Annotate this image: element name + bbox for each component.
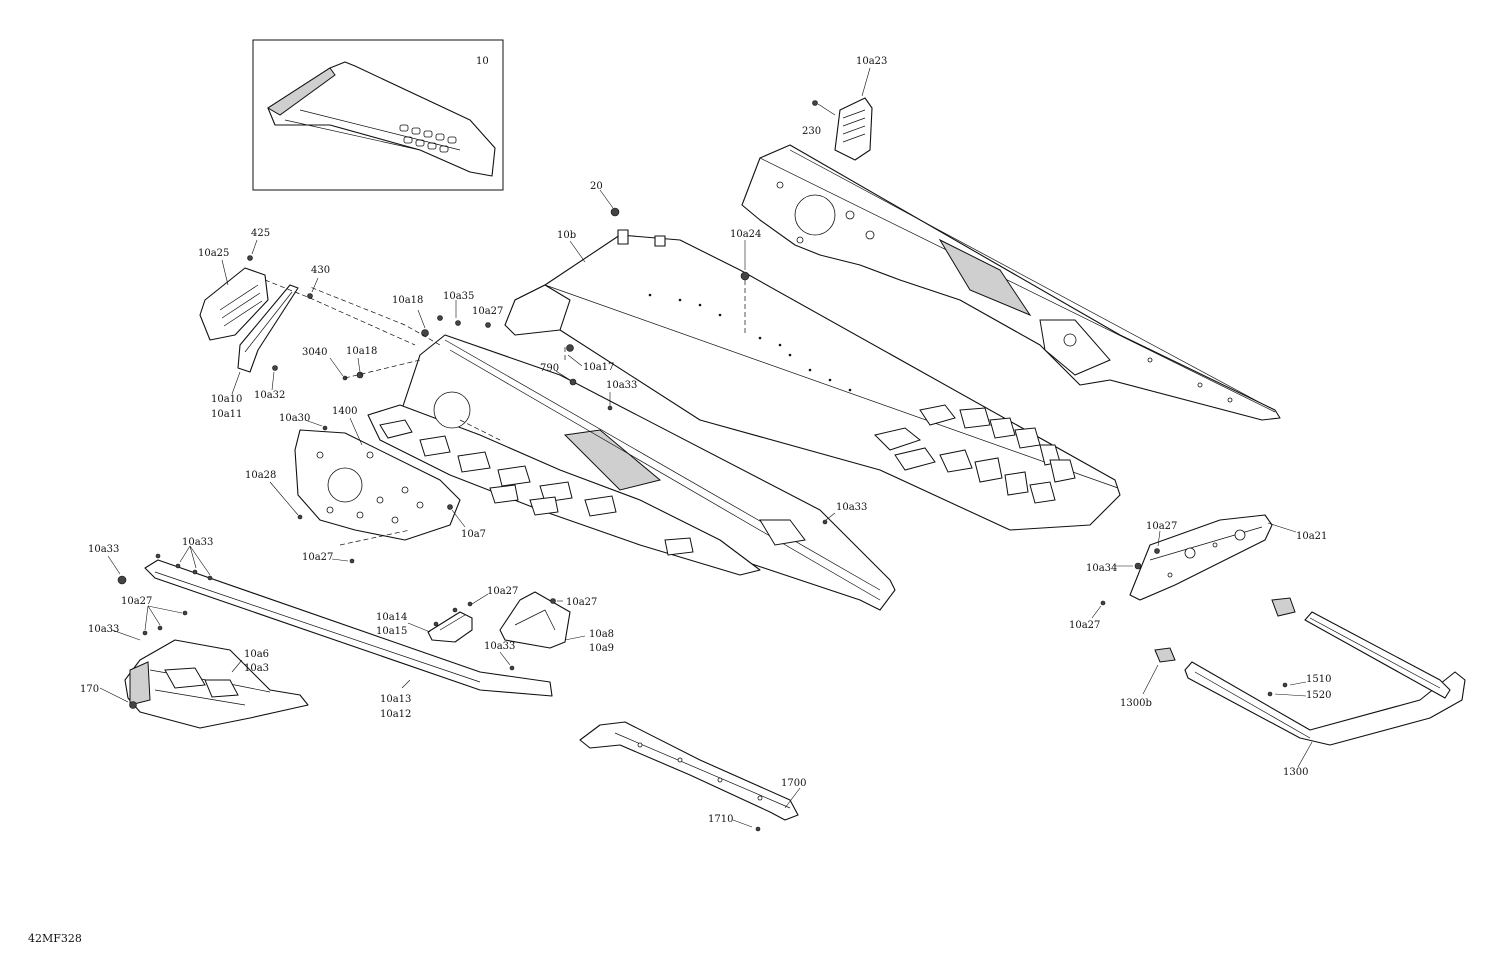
label-10a18-top: 10a18	[392, 295, 423, 306]
label-10a27-g: 10a27	[1069, 620, 1100, 631]
label-10a34: 10a34	[1086, 563, 1117, 574]
label-10a25: 10a25	[198, 248, 229, 259]
label-10a33-right: 10a33	[836, 502, 867, 513]
label-10a28: 10a28	[245, 470, 276, 481]
label-1700: 1700	[781, 778, 806, 789]
label-10a33-a: 10a33	[88, 544, 119, 555]
label-10a3: 10a3	[244, 663, 269, 674]
bumper-1300: 1510 1520 1300b 1300	[1120, 597, 1466, 778]
label-230: 230	[802, 126, 821, 137]
label-10a14: 10a14	[376, 612, 407, 623]
label-1400: 1400	[332, 406, 357, 417]
label-170: 170	[80, 684, 99, 695]
gusset-plate-10a28: 10a30 1400 10a28 10a7 10a27	[245, 406, 486, 564]
label-10a27-f: 10a27	[1146, 521, 1177, 532]
label-1710: 1710	[708, 814, 733, 825]
bracket-10a8: 10a27 10a8 10a9 10a33	[484, 591, 614, 671]
bracket-10a25: 425 10a25	[198, 228, 270, 341]
label-10a17: 10a17	[583, 362, 614, 373]
label-10a8: 10a8	[589, 629, 614, 640]
label-10a35: 10a35	[443, 291, 474, 302]
label-430: 430	[311, 265, 330, 276]
label-10a21: 10a21	[1296, 531, 1327, 542]
overview-inset: 10	[252, 39, 504, 191]
label-10a15: 10a15	[376, 626, 407, 637]
label-1510: 1510	[1306, 674, 1331, 685]
label-10a23: 10a23	[856, 56, 887, 67]
rail-strip-10a13: 10a33 10a33 10a13 10a12	[88, 537, 553, 720]
diagram-code: 42MF328	[28, 932, 82, 945]
tunnel-plate-10b: 20 10b 10a24	[504, 181, 1121, 531]
bracket-10a14: 10a27 10a14 10a15	[376, 586, 518, 643]
skid-plate-10a6: 170 10a27 10a33 10a6 10a3	[80, 596, 309, 729]
label-10a27-c: 10a27	[121, 596, 152, 607]
label-3040: 3040	[302, 347, 327, 358]
label-10a13: 10a13	[380, 694, 411, 705]
label-10a11: 10a11	[211, 409, 242, 420]
label-10a6: 10a6	[244, 649, 269, 660]
label-10a9: 10a9	[589, 643, 614, 654]
label-10a12: 10a12	[380, 709, 411, 720]
label-10: 10	[476, 56, 489, 67]
label-425: 425	[251, 228, 270, 239]
label-10a30: 10a30	[279, 413, 310, 424]
label-10a10: 10a10	[211, 394, 242, 405]
right-side-panel	[741, 144, 1281, 421]
left-side-panel: 10a18 10a35 10a27 3040 10a18 10a17 790 1…	[302, 286, 896, 611]
bracket-10a23: 10a23 230	[802, 56, 887, 161]
rear-bracket-10a21: 10a21 10a27 10a34 10a27	[1069, 514, 1327, 631]
label-10a24: 10a24	[730, 229, 761, 240]
label-10a7: 10a7	[461, 529, 486, 540]
label-20: 20	[590, 181, 603, 192]
bracket-10a10: 430 10a32 10a10 10a11	[211, 265, 416, 420]
label-1300b: 1300b	[1120, 698, 1152, 709]
label-10a33-top: 10a33	[606, 380, 637, 391]
label-10a27-top: 10a27	[472, 306, 503, 317]
label-10a33-c: 10a33	[88, 624, 119, 635]
label-10b: 10b	[557, 230, 576, 241]
label-10a33-b: 10a33	[182, 537, 213, 548]
label-1300: 1300	[1283, 767, 1308, 778]
label-10a18-mid: 10a18	[346, 346, 377, 357]
label-10a33-d: 10a33	[484, 641, 515, 652]
label-10a27-left: 10a27	[302, 552, 333, 563]
label-10a32: 10a32	[254, 390, 285, 401]
running-board-1700: 1700 1710	[579, 721, 806, 832]
label-790: 790	[540, 363, 559, 374]
label-10a27-e: 10a27	[566, 597, 597, 608]
label-10a27-d: 10a27	[487, 586, 518, 597]
label-1520: 1520	[1306, 690, 1331, 701]
